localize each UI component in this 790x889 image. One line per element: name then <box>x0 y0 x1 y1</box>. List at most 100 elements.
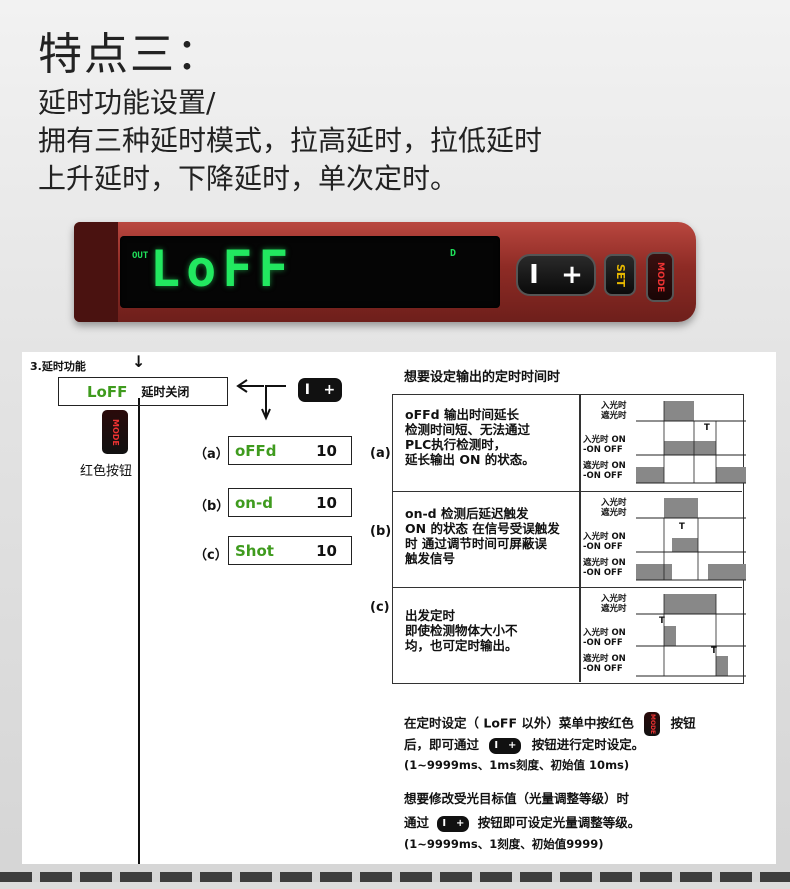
t-label: T <box>679 522 685 532</box>
section-title: 3.延时功能 <box>30 360 86 373</box>
minus-plus-button[interactable]: I + <box>516 254 596 296</box>
option-a-value: 10 <box>316 441 337 460</box>
description-line-2: 拥有三种延时模式，拉高延时，拉低延时 <box>38 124 543 157</box>
out-indicator-label: OUT <box>132 251 149 261</box>
row-text-line: oFFd 输出时间延长 <box>405 407 519 422</box>
loff-code: LoFF <box>87 382 128 401</box>
note-text: 在定时设定（ LoFF 以外）菜单中按红色 <box>404 715 634 731</box>
plus-glyph: + <box>456 818 465 829</box>
block-on-label: 遮光时 ON <box>583 461 626 471</box>
plus-glyph: + <box>508 740 517 751</box>
row-text-line: on-d 检测后延迟触发 <box>405 506 529 521</box>
note-text: 按钮进行定时设定。 <box>531 737 645 752</box>
note-text: 按钮 <box>670 715 696 731</box>
light-in-label: 入光时 <box>601 401 627 411</box>
off-label: -ON OFF <box>583 568 623 578</box>
option-b-code: on-d <box>235 493 273 512</box>
light-in-label: 入光时 <box>601 594 627 604</box>
row-a-text: oFFd 输出时间延长 检测时间短、无法通过 PLC执行检测时， 延长输出 ON… <box>405 407 577 467</box>
off-label: -ON OFF <box>583 638 623 648</box>
timing-table: oFFd 输出时间延长 检测时间短、无法通过 PLC执行检测时， 延长输出 ON… <box>392 394 746 684</box>
bottom-strip <box>0 882 790 889</box>
table-row: 出发定时 即使检测物体大小不 均，也可定时输出。 入光时 遮光时 入光时 ON … <box>393 587 746 682</box>
off-label: -ON OFF <box>583 471 623 481</box>
off-label: -ON OFF <box>583 664 623 674</box>
description-line-1: 延时功能设置/ <box>38 86 216 119</box>
plus-label: + <box>561 260 583 290</box>
plus-glyph: + <box>323 382 336 398</box>
mode-button-icon: MODE <box>102 410 128 454</box>
row-c-text: 出发定时 即使检测物体大小不 均，也可定时输出。 <box>405 608 577 653</box>
option-c-code: Shot <box>235 541 274 560</box>
page-title: 特点三： <box>38 29 222 80</box>
in-on-label: 入光时 ON <box>583 532 626 542</box>
option-c-tag: （c） <box>194 548 228 563</box>
table-title: 想要设定输出的定时时间时 <box>404 370 561 385</box>
row-b-tag: (b) <box>370 524 392 539</box>
off-label: -ON OFF <box>583 542 623 552</box>
t-label: T <box>711 646 717 656</box>
note-line-3: (1~9999ms、1ms刻度、初始值 10ms) <box>404 758 630 772</box>
block-on-label: 遮光时 ON <box>583 654 626 664</box>
minus-plus-button-icon: I+ <box>489 737 522 754</box>
option-c-value: 10 <box>316 541 337 560</box>
row-text-line: 出发定时 <box>405 608 456 623</box>
row-text-line: 检测时间短、无法通过 <box>405 422 531 437</box>
row-text-line: 均，也可定时输出。 <box>405 638 518 653</box>
row-c-tag: (c) <box>370 600 390 615</box>
option-b-tag: （b） <box>194 499 230 514</box>
row-text-line: PLC执行检测时， <box>405 437 507 452</box>
row-text-line: ON 的状态 在信号受误触发 <box>405 521 560 536</box>
minus-glyph: I <box>442 818 447 829</box>
column-divider <box>579 492 581 587</box>
light-in-label: 入光时 <box>601 498 627 508</box>
table-row: on-d 检测后延迟触发 ON 的状态 在信号受误触发 时 通过调节时间可屏蔽误… <box>393 491 746 587</box>
device-display: OUT LoFF D <box>120 236 500 308</box>
description-line-3: 上升延时，下降延时，单次定时。 <box>38 162 459 195</box>
minus-plus-button-icon: I + <box>298 378 342 402</box>
light-block-label: 遮光时 <box>601 604 627 614</box>
note-line-4: 想要修改受光目标值（光量调整等级）时 <box>404 791 630 806</box>
block-on-label: 遮光时 ON <box>583 558 626 568</box>
option-b-value: 10 <box>316 493 337 512</box>
minus-glyph: I <box>304 382 310 398</box>
note-line-1: 在定时设定（ LoFF 以外）菜单中按红色 MODE 按钮 <box>404 712 696 736</box>
row-text-line: 触发信号 <box>405 551 456 566</box>
light-block-label: 遮光时 <box>601 411 627 421</box>
red-button-label: 红色按钮 <box>80 464 133 479</box>
row-a-tag: (a) <box>370 446 391 461</box>
mode-button[interactable]: MODE <box>646 252 674 302</box>
minus-label: I <box>529 260 539 290</box>
in-on-label: 入光时 ON <box>583 435 626 445</box>
column-divider <box>579 395 581 491</box>
option-a-code: oFFd <box>235 441 277 460</box>
column-divider <box>579 588 581 682</box>
delay-function-diagram: 3.延时功能 ↓ LoFF 延时关闭 I + MODE 红色按钮 （a） oFF… <box>22 352 776 864</box>
note-line-2: 后，即可通过 I+ 按钮进行定时设定。 <box>404 734 644 754</box>
set-button[interactable]: SET <box>604 254 636 296</box>
timing-waveform-c <box>636 594 746 677</box>
off-label: -ON OFF <box>583 445 623 455</box>
timing-waveform-a <box>636 401 746 484</box>
table-row: oFFd 输出时间延长 检测时间短、无法通过 PLC执行检测时， 延长输出 ON… <box>393 395 746 491</box>
row-text-line: 延长输出 ON 的状态。 <box>405 452 535 467</box>
note-text: 后，即可通过 <box>404 737 480 752</box>
option-a-box: oFFd 10 <box>228 436 352 465</box>
row-text-line: 即使检测物体大小不 <box>405 623 518 638</box>
loff-menu-box: LoFF 延时关闭 <box>58 377 228 406</box>
option-a-tag: （a） <box>194 447 229 462</box>
device-connector-end <box>74 222 118 322</box>
t-label: T <box>659 616 665 626</box>
in-on-label: 入光时 ON <box>583 628 626 638</box>
timing-waveform-b <box>636 498 746 581</box>
fiber-amplifier-device: OUT LoFF D I + SET MODE <box>74 222 696 322</box>
light-block-label: 遮光时 <box>601 508 627 518</box>
row-b-text: on-d 检测后延迟触发 ON 的状态 在信号受误触发 时 通过调节时间可屏蔽误… <box>405 506 577 566</box>
d-indicator-label: D <box>450 248 457 259</box>
row-text-line: 时 通过调节时间可屏蔽误 <box>405 536 547 551</box>
option-c-box: Shot 10 <box>228 536 352 565</box>
arrow-down-icon: ↓ <box>132 352 146 371</box>
note-line-6: (1~9999ms、1刻度、初始值9999) <box>404 837 604 851</box>
note-text: 通过 <box>404 815 430 830</box>
minus-glyph: I <box>494 740 499 751</box>
